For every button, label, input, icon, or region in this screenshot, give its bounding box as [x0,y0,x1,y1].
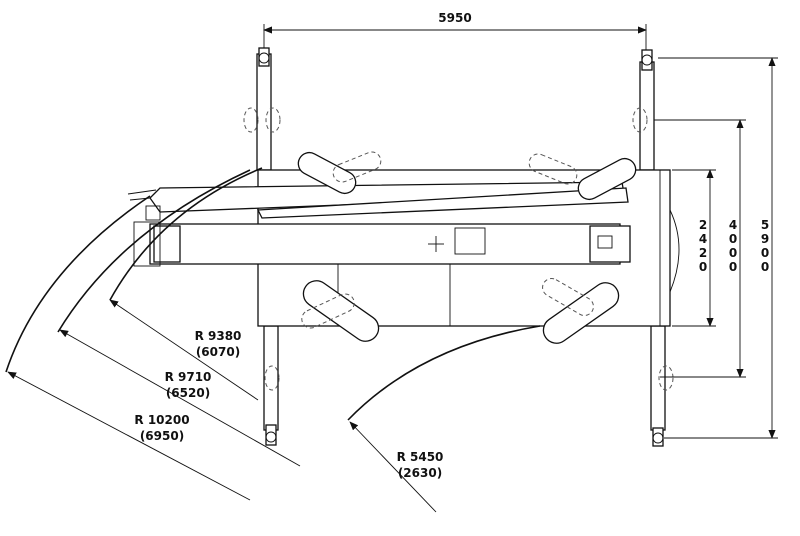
radius-1-label: R 9380 [195,329,242,343]
radius-3-label: R 10200 [134,413,189,427]
height-c-d1: 5 [761,218,769,232]
radius-3-alt: (6950) [140,429,184,443]
height-a-d2: 4 [699,232,707,246]
height-a-d3: 2 [699,246,707,260]
top-width-label: 5950 [438,11,471,25]
height-c-d3: 0 [761,246,769,260]
radius-2-alt: (6520) [166,386,210,400]
radius-2-label: R 9710 [165,370,212,384]
crane-boom [127,181,631,267]
swing-radius-arcs [5,167,541,421]
height-c-d4: 0 [761,260,769,274]
radius-4-label: R 5450 [397,450,444,464]
radius-4-alt: (2630) [398,466,442,480]
right-dimensions: 2 4 2 0 4 0 0 0 5 9 0 0 [654,57,778,439]
radius-pointers [7,299,437,513]
height-b-d2: 0 [729,232,737,246]
height-b-d1: 4 [729,218,737,232]
height-a-d4: 0 [699,260,707,274]
radius-1-alt: (6070) [196,345,240,359]
height-c-d2: 9 [761,232,769,246]
height-b-d4: 0 [729,260,737,274]
stabilizer-pads [297,151,637,344]
top-dimension: 5950 [263,11,647,52]
height-b-d3: 0 [729,246,737,260]
radius-labels: R 9380 (6070) R 9710 (6520) R 10200 (695… [134,329,443,480]
left-outriggers [243,47,281,446]
height-a-d1: 2 [699,218,707,232]
